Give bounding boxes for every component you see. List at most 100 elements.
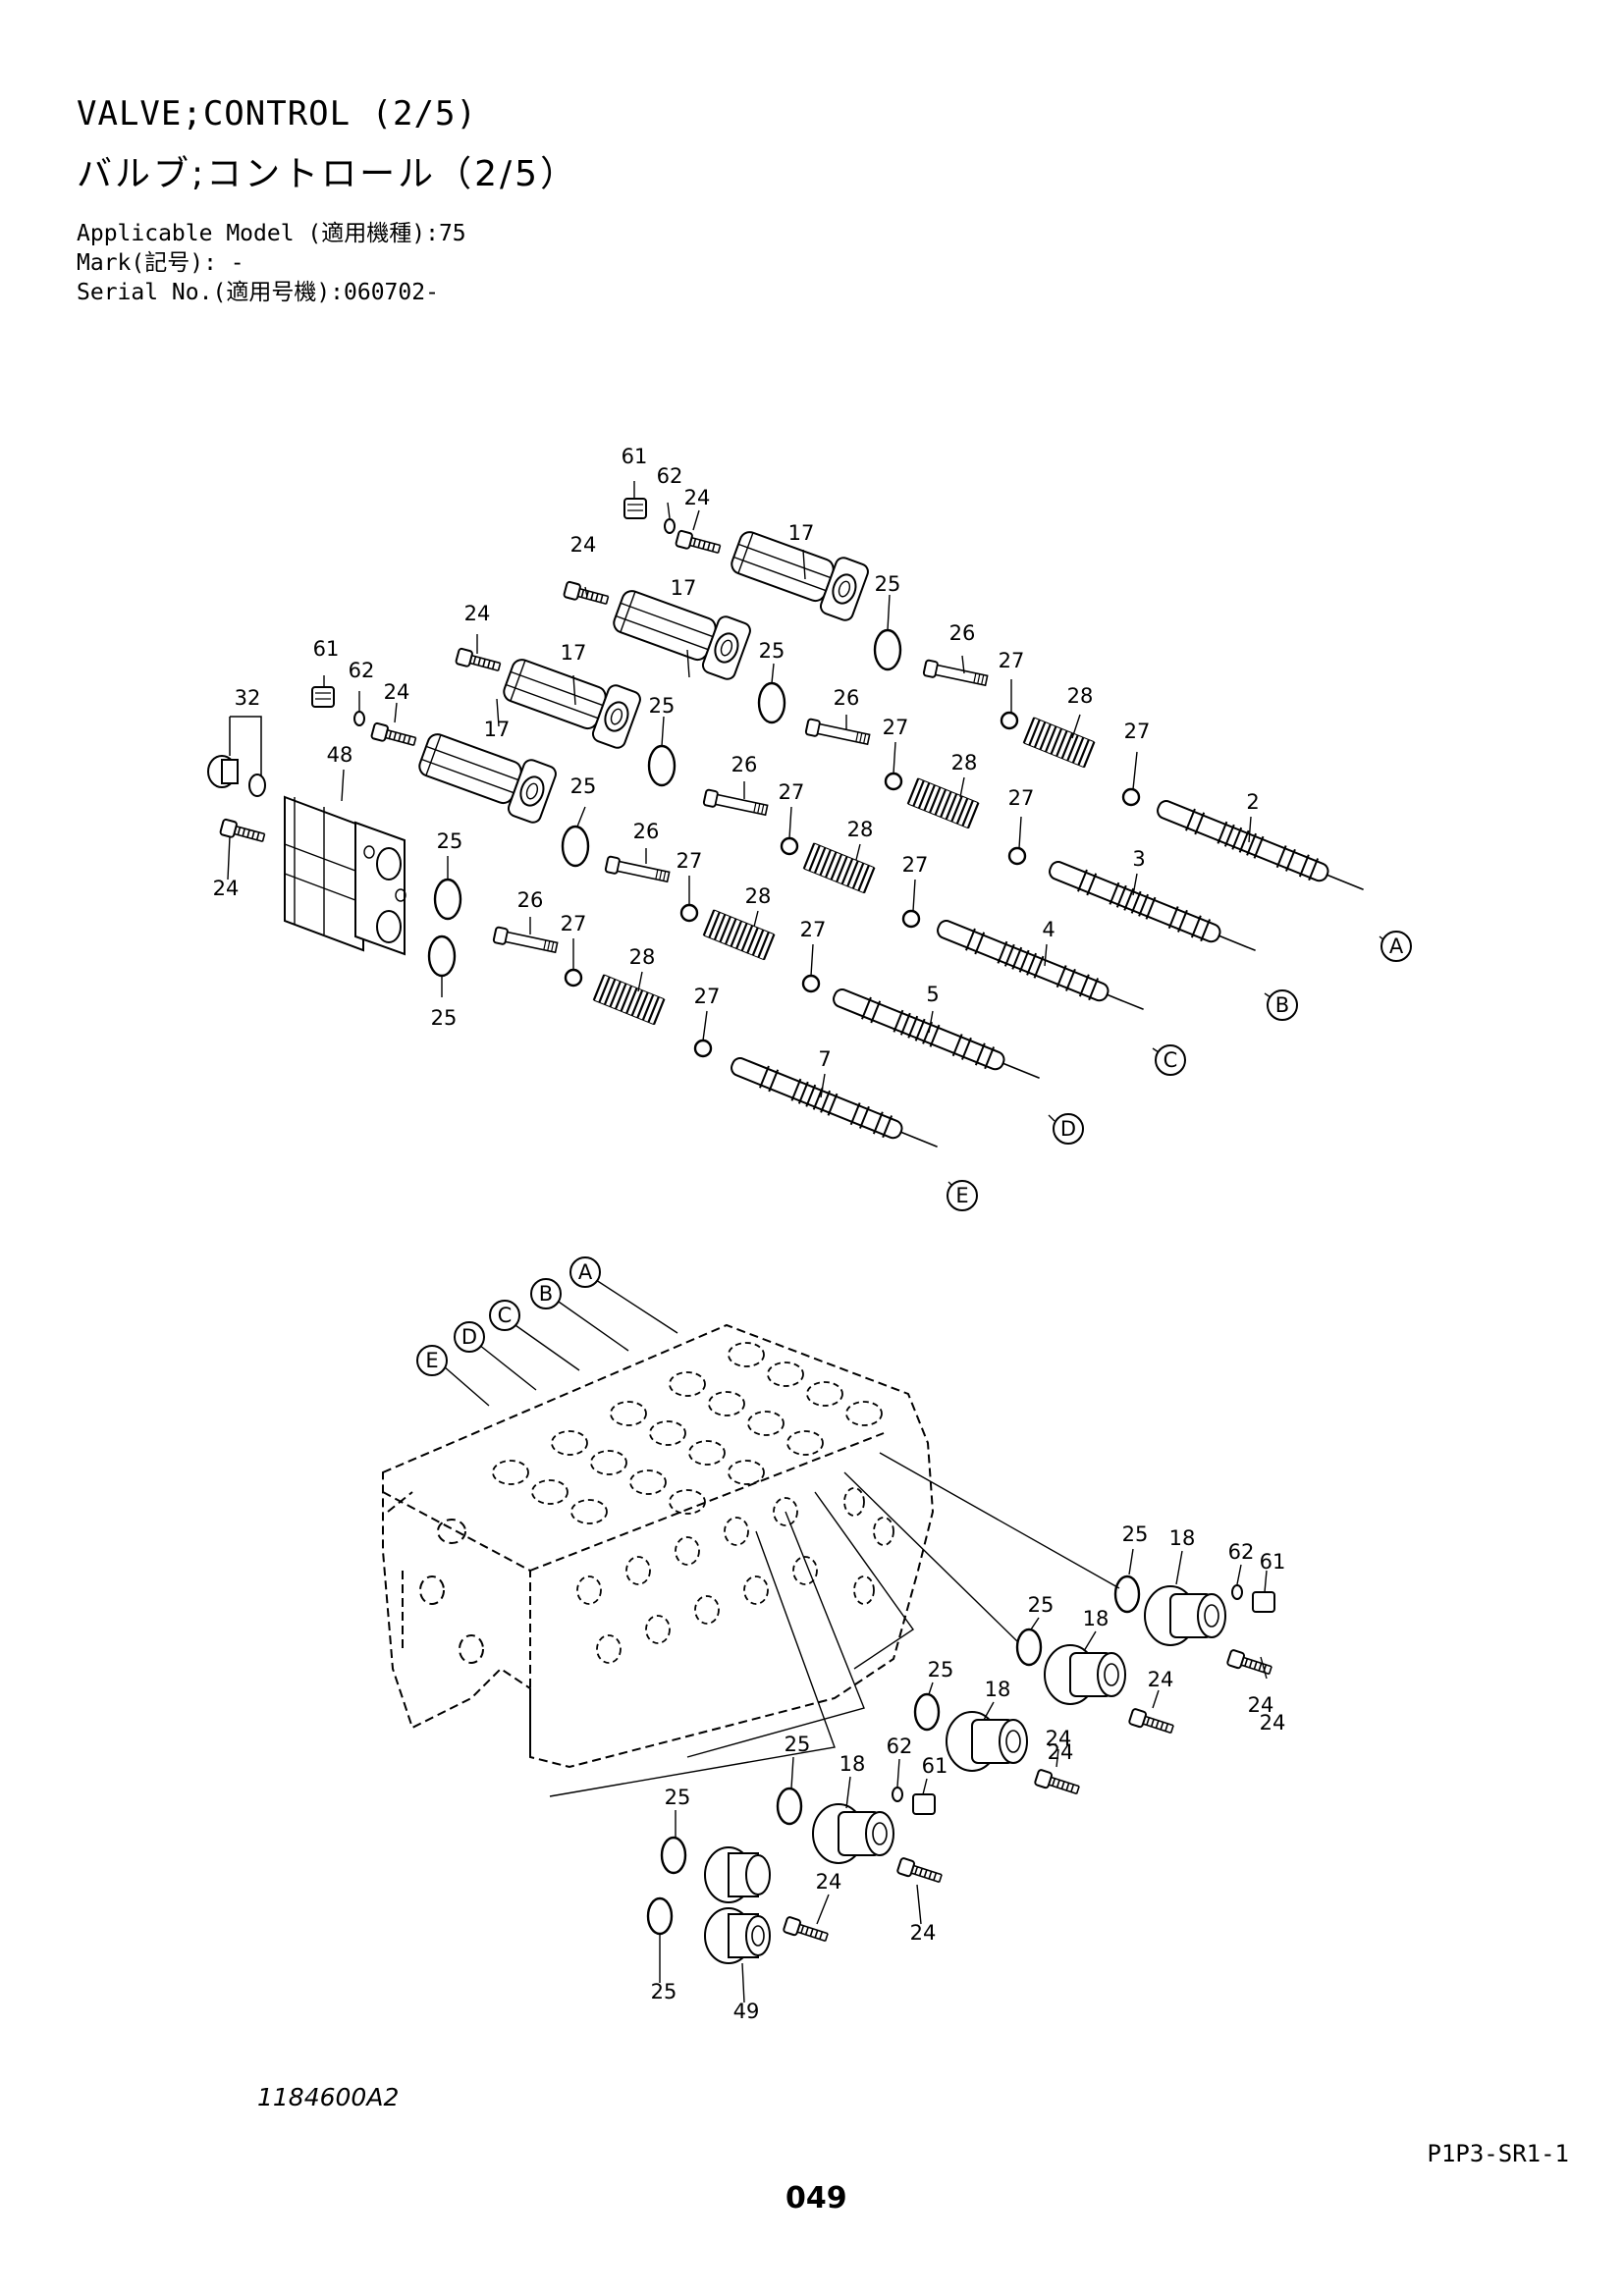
cap-18-d [812, 1803, 894, 1864]
callout: 25 [665, 1786, 691, 1809]
callout: 25 [431, 1006, 458, 1030]
plug-61-b [311, 686, 335, 708]
bolt-24-a [674, 529, 723, 559]
washer-27-d [1007, 846, 1027, 866]
o-ring-62-a [664, 518, 676, 534]
callout: 62 [887, 1735, 913, 1758]
callout: 27 [800, 918, 827, 941]
callout: 24 [1148, 1668, 1174, 1691]
bolt-24-r4 [895, 1856, 945, 1888]
callout: 7 [818, 1047, 831, 1071]
callout: 27 [677, 849, 703, 873]
bolt-26-e [492, 926, 559, 954]
spool-7 [727, 1051, 944, 1159]
callout: 25 [928, 1658, 954, 1682]
bolt-24-e [218, 818, 267, 847]
callout: 27 [1124, 720, 1151, 743]
washer-27-h [801, 974, 821, 993]
callout: 25 [651, 1980, 677, 2003]
washer-27-i [564, 968, 583, 988]
svg-text:A: A [1389, 934, 1404, 958]
callout: 27 [902, 853, 929, 877]
callouts-upper: 61 62 24 17 25 24 17 25 24 17 25 61 62 2… [213, 445, 1260, 1071]
callout: 25 [1122, 1522, 1149, 1546]
spring-28-b [906, 776, 980, 829]
marker-B-upper: B [1267, 989, 1298, 1021]
cap-18-a [1144, 1585, 1226, 1646]
svg-text:C: C [498, 1304, 513, 1327]
o-ring-25-a [873, 628, 902, 671]
callout: 25 [1028, 1593, 1055, 1617]
page-reference: P1P3-SR1-1 [1427, 2140, 1570, 2167]
bolt-24-d [369, 721, 418, 751]
callout: 24 [464, 602, 491, 625]
title-japanese: バルブ;コントロール（2/5） [77, 154, 579, 194]
washer-27-e [780, 836, 799, 856]
callout: 2 [1246, 790, 1259, 814]
cap-48 [284, 795, 406, 956]
callout: 61 [1260, 1550, 1286, 1574]
callout: 24 [816, 1870, 842, 1894]
marker-A-lower: A [569, 1256, 601, 1288]
marker-B-lower: B [530, 1278, 562, 1309]
o-ring-25-e [433, 878, 462, 921]
callouts-lower: 25 18 62 61 24 25 18 24 24 25 18 24 25 1… [651, 1522, 1286, 2023]
side-cap-parts [646, 1575, 1275, 1964]
mark: Mark(記号): - [77, 250, 244, 276]
leader-lines-lower [443, 1277, 1120, 1797]
callout: 61 [922, 1754, 948, 1778]
cap-18-b [1044, 1644, 1126, 1705]
o-ring-25-r1 [1113, 1575, 1141, 1614]
bolt-26-b [804, 718, 871, 746]
callout: 26 [633, 820, 660, 843]
callout: 25 [649, 694, 676, 718]
callout: 62 [657, 464, 683, 488]
callout: 24 [1260, 1711, 1286, 1735]
leader-lines-upper [227, 481, 1385, 1189]
o-ring-25-r6 [646, 1896, 674, 1936]
o-ring-62-b [353, 711, 365, 726]
o-ring-25-c [647, 744, 677, 787]
o-ring-25-d [561, 825, 590, 868]
callout: 28 [1067, 684, 1094, 708]
callout: 24 [213, 877, 240, 900]
spool-cap-assembly [207, 498, 1370, 1159]
o-ring-25-r3 [913, 1692, 941, 1732]
callout: 18 [1083, 1607, 1110, 1630]
plug-61-a [623, 498, 647, 519]
serial-number: Serial No.(適用号機):060702- [77, 280, 439, 305]
callout: 25 [785, 1733, 811, 1756]
callout: 27 [561, 912, 587, 935]
svg-text:D: D [461, 1325, 477, 1349]
marker-D-upper: D [1053, 1113, 1084, 1145]
svg-text:C: C [1164, 1048, 1178, 1072]
washer-27-c [884, 772, 903, 791]
callout: 17 [561, 641, 587, 665]
plug-61-r1 [1252, 1591, 1275, 1613]
washer-27-b [1121, 787, 1141, 807]
callout: 24 [1248, 1693, 1274, 1717]
callout: 27 [779, 780, 805, 804]
callout: 24 [384, 680, 410, 704]
callout: 28 [629, 945, 656, 969]
callout: 27 [1008, 786, 1035, 810]
callout: 28 [951, 751, 978, 774]
callout: 48 [327, 743, 353, 767]
bolt-24-c [454, 647, 503, 676]
bolt-26-c [702, 788, 769, 817]
bolt-24-r2 [1127, 1707, 1176, 1738]
o-ring-25-r5 [660, 1836, 687, 1875]
callout: 61 [313, 637, 340, 661]
bolt-26-a [922, 659, 989, 687]
washer-27-f [901, 909, 921, 929]
valve-body [382, 1323, 935, 1769]
callout: 26 [949, 621, 976, 645]
callout: 25 [570, 774, 597, 798]
marker-E-upper: E [947, 1180, 978, 1211]
bolt-24-r3 [1033, 1768, 1082, 1799]
marker-E-lower: E [416, 1345, 448, 1376]
spring-28-c [802, 841, 876, 894]
o-ring-62-r1 [1231, 1584, 1243, 1600]
callout: 49 [733, 2000, 760, 2023]
